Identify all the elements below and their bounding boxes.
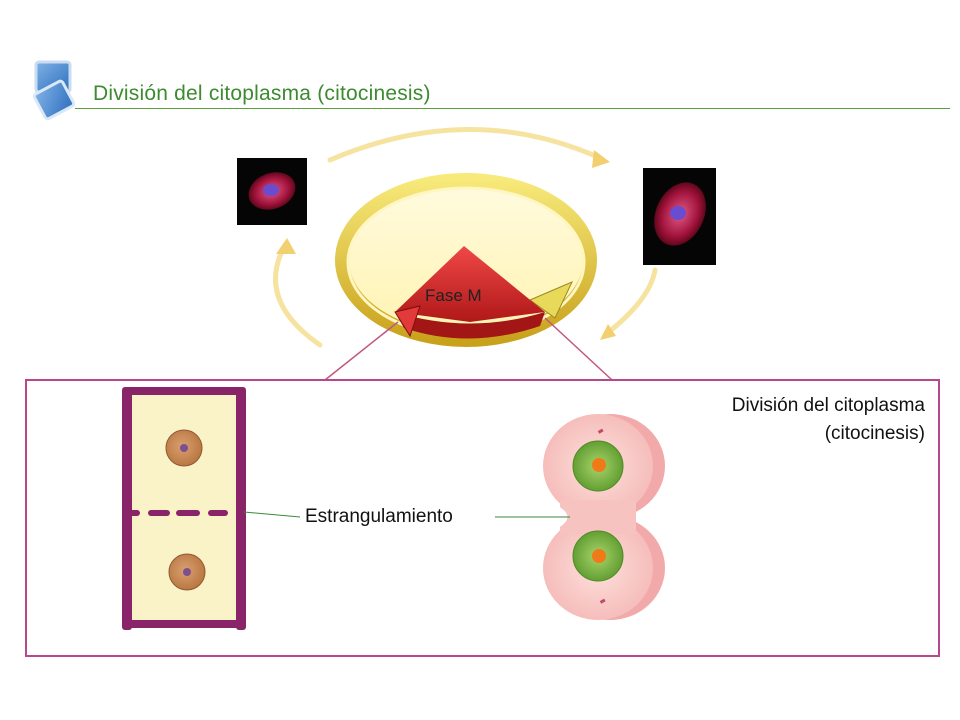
detail-box-label: División del citoplasma (citocinesis) bbox=[625, 392, 925, 448]
detail-label-line2: (citocinesis) bbox=[824, 423, 925, 444]
phase-m-label: Fase M bbox=[425, 286, 482, 305]
detail-label-line1: División del citoplasma bbox=[731, 395, 925, 416]
cycle-arrowheads bbox=[276, 150, 616, 340]
detail-box bbox=[25, 379, 940, 657]
plant-cells bbox=[122, 387, 246, 630]
animal-cell bbox=[543, 414, 665, 620]
cycle-arrows bbox=[273, 127, 658, 348]
title-rule bbox=[75, 108, 950, 109]
constriction-label: Estrangulamiento bbox=[305, 506, 453, 527]
micrograph-right bbox=[643, 168, 716, 265]
phase-m-segment bbox=[394, 246, 545, 339]
zoom-lines bbox=[324, 317, 613, 381]
micrograph-left bbox=[237, 158, 307, 225]
constriction-leaders bbox=[243, 511, 570, 518]
slide-icon bbox=[32, 60, 76, 121]
slide-title: División del citoplasma (citocinesis) bbox=[93, 82, 431, 105]
